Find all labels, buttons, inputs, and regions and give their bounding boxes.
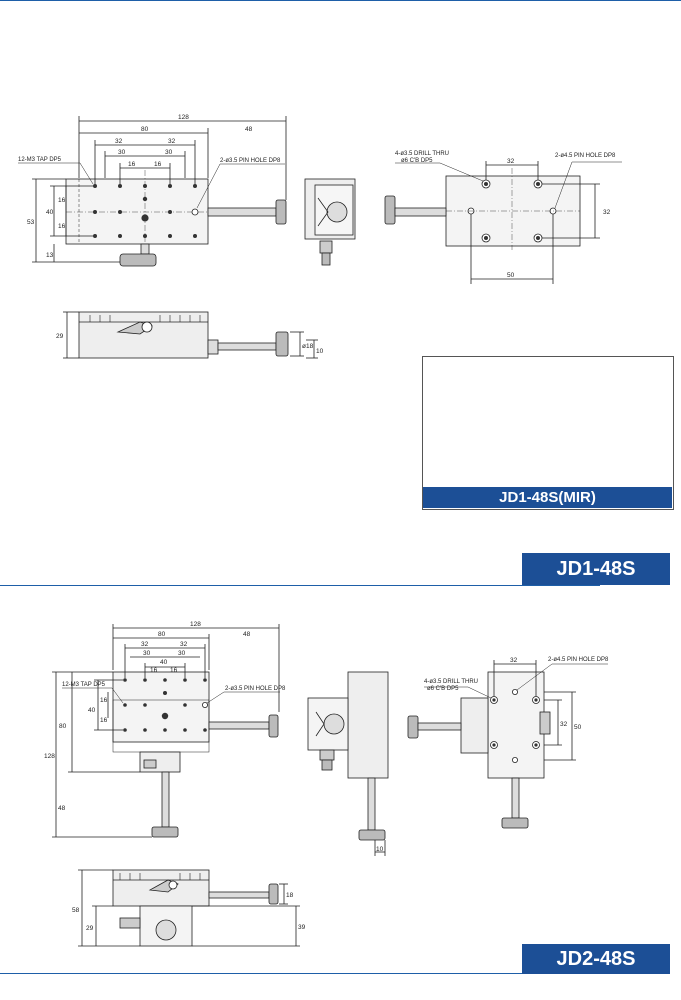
jd1-dim-d18: ø18 <box>302 343 314 350</box>
jd2-r-dim-32: 32 <box>510 657 518 664</box>
jd2-front-view <box>78 869 300 947</box>
jd2-dim-40: 40 <box>160 659 168 666</box>
jd2-dim-v40: 40 <box>88 707 96 714</box>
jd1-dim-128: 128 <box>178 114 189 121</box>
jd1-dim-16c: 16 <box>58 197 66 204</box>
jd1-dim-13: 13 <box>46 252 54 259</box>
jd2-bottom-view <box>407 660 608 829</box>
jd1-note-drill: 4-ø3.5 DRILL THRU <box>395 151 449 157</box>
jd2-dim-f29: 29 <box>86 925 94 932</box>
jd2-dim-v16a: 16 <box>100 697 108 704</box>
jd1-dim-30b: 30 <box>165 149 173 156</box>
jd2-r-dim-50: 50 <box>574 724 582 731</box>
jd1-dim-32a: 32 <box>115 138 123 145</box>
jd1-note-cb: ø6 C'B DP5 <box>401 158 433 164</box>
section-divider <box>0 585 600 586</box>
jd2-dim-v80: 80 <box>59 723 67 730</box>
jd2-dim-f58: 58 <box>72 907 80 914</box>
jd2-dim-128: 128 <box>190 621 201 628</box>
jd1-dim-10: 10 <box>316 348 324 355</box>
jd2-dim-30a: 30 <box>143 650 151 657</box>
jd2-dim-16a: 16 <box>150 667 158 674</box>
jd1-note-tap: 12-M3 TAP DP5 <box>18 157 62 163</box>
jd2-dim-32b: 32 <box>180 641 188 648</box>
jd2-note-pin: 2-ø3.5 PIN HOLE DP8 <box>225 686 286 692</box>
jd2-note-drill: 4-ø3.5 DRILL THRU <box>424 679 478 685</box>
jd2-dim-v128: 128 <box>44 753 55 760</box>
jd1-dim-32b: 32 <box>168 138 176 145</box>
jd1-dim-40: 40 <box>46 209 54 216</box>
bottom-divider <box>0 973 600 974</box>
jd2-title-banner: JD2-48S <box>522 944 670 974</box>
jd2-r-dim-32v: 32 <box>560 721 568 728</box>
jd1-dim-16d: 16 <box>58 223 66 230</box>
jd1-note-pin: 2-ø3.5 PIN HOLE DP8 <box>220 158 281 164</box>
jd2-note-cb: ø6 C'B DP5 <box>427 686 459 692</box>
jd1-dim-48: 48 <box>245 126 253 133</box>
jd1-front-view <box>63 311 318 359</box>
jd1-bottom-view <box>384 161 622 284</box>
jd1-dim-16a: 16 <box>128 161 136 168</box>
jd2-dim-16b: 16 <box>170 667 178 674</box>
jd1-top-view <box>18 116 287 267</box>
jd2-dim-s10: 10 <box>376 846 384 853</box>
jd2-note-tap: 12-M3 TAP DP5 <box>62 682 106 688</box>
jd1-r-dim-50: 50 <box>507 272 515 279</box>
jd2-side-view <box>307 671 389 856</box>
jd1-dim-53: 53 <box>27 219 35 226</box>
jd1-r-dim-32v: 32 <box>603 209 611 216</box>
jd2-dim-30b: 30 <box>178 650 186 657</box>
jd1-title-banner: JD1-48S <box>522 553 670 585</box>
mirror-title: JD1-48S(MIR) <box>423 487 672 508</box>
jd1-dim-30a: 30 <box>118 149 126 156</box>
jd1-dim-29: 29 <box>56 333 64 340</box>
jd2-dim-80: 80 <box>158 631 166 638</box>
jd2-top-view <box>52 624 280 838</box>
jd1-dim-16b: 16 <box>154 161 162 168</box>
jd2-dim-v16b: 16 <box>100 717 108 724</box>
jd2-dim-v48: 48 <box>58 805 66 812</box>
mirror-panel <box>422 356 674 510</box>
jd1-r-dim-32: 32 <box>507 158 515 165</box>
jd1-note-pin2: 2-ø4.5 PIN HOLE DP8 <box>555 153 616 159</box>
jd2-dim-48: 48 <box>243 631 251 638</box>
top-rule <box>0 0 681 1</box>
jd2-note-pin2: 2-ø4.5 PIN HOLE DP8 <box>548 657 609 663</box>
jd1-dim-80: 80 <box>141 126 149 133</box>
jd2-dim-32a: 32 <box>141 641 149 648</box>
jd2-dim-f39: 39 <box>298 924 306 931</box>
jd2-dim-f18: 18 <box>286 892 294 899</box>
jd1-side-view <box>304 178 356 266</box>
